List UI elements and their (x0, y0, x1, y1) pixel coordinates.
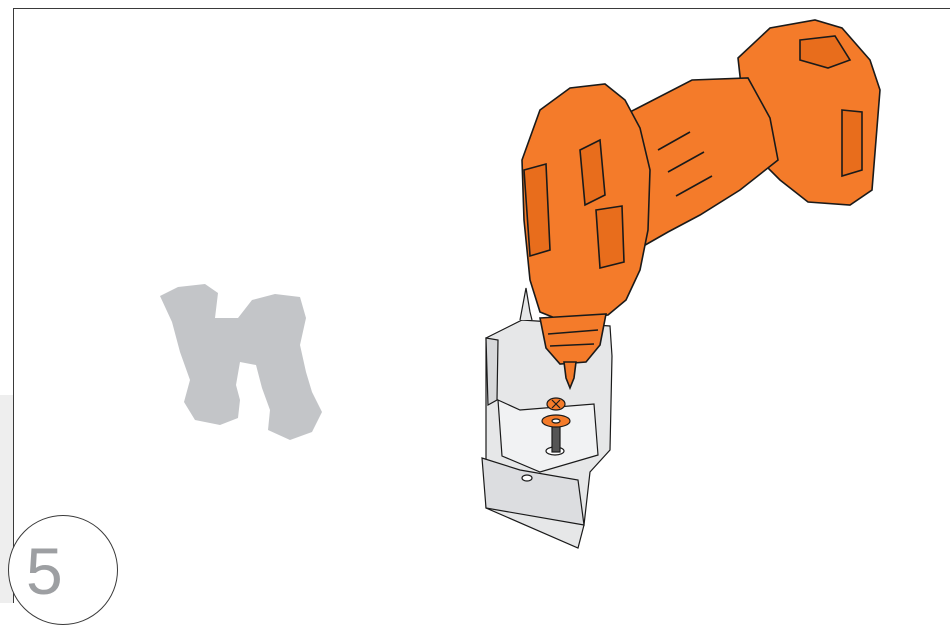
wall-anchor-icon (160, 284, 322, 440)
assembly-illustration (160, 19, 881, 549)
side-edge-tab (0, 395, 13, 603)
post-base-bracket-icon (481, 287, 613, 549)
cordless-drill-icon (521, 19, 881, 391)
step-number: 5 (26, 534, 63, 608)
washer-icon (541, 414, 571, 428)
